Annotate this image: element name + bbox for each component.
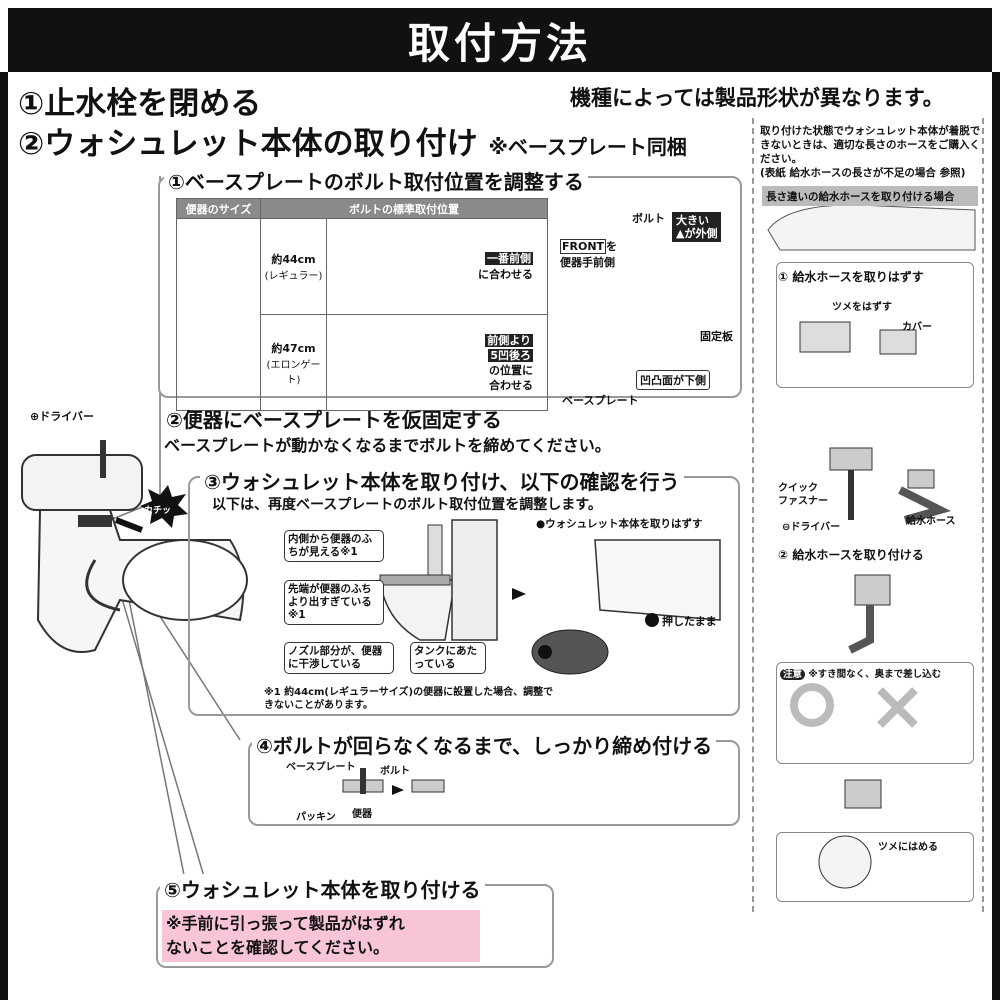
front-label-line2: 便器手前側 [560,256,615,269]
table-header-size: 便器のサイズ [176,198,261,219]
caution-box [776,662,974,764]
quick-fastener-label: クイックファスナー [778,483,828,507]
callout-tank: タンクにあたっている [410,642,486,674]
hose-sidebar [752,118,984,912]
press-label: 押したまま [662,615,717,628]
sub1-title: ①ベースプレートのボルト取付位置を調整する [164,166,588,195]
step2-heading: ②ウォシュレット本体の取り付け ※ベースプレート同梱 [18,118,687,163]
claw-remove-label: ツメをはずす [832,302,892,313]
plus-driver-label: ⊕ドライバー [30,410,94,423]
step2-sub: ※ベースプレート同梱 [488,135,687,159]
table-row: 約47cm (エロンゲート) 前側より 5凹後ろ の位置に 合わせる [177,314,548,411]
sub4-base-plate: ベースプレート [286,762,356,773]
cover-label: カバー [902,322,932,333]
bolt-position-table: 便器のサイズ ボルトの標準取付位置 約44cm (レギュラー) 一番前側 に合わ… [176,198,548,411]
concave-label: 凹凸面が下側 [636,370,710,390]
page-title: 取付方法 [407,18,592,68]
sub5-title: ⑤ウォシュレット本体を取り付ける [160,874,485,903]
sub3-title: ③ウォシュレット本体を取り付け、以下の確認を行う [200,466,684,495]
base-plate-label: ベースプレート [562,394,639,407]
sub2-title: ②便器にベースプレートを仮固定する [166,408,502,432]
type-regular: (レギュラー) [264,271,323,282]
step1-heading: ①止水栓を閉める [18,86,262,122]
sub5-note: ※手前に引っ張って製品がはずれ ないことを確認してください。 [162,910,480,962]
title-bar: 取付方法 [8,8,992,72]
sub4-toilet: 便器 [352,809,372,820]
sub4-packing: パッキン [296,812,336,823]
sidebar-intro: 取り付けた状態でウォシュレット本体が着脱できないときは、適切な長さのホースをご購… [760,125,981,179]
callout-rim-visible: 内側から便器のふちが見える※1 [284,530,384,562]
sub5-note-a: ※手前に引っ張って製品がはずれ [166,914,405,933]
instr-regular-a: 一番前側 [485,251,533,265]
sub2-body: ベースプレートが動かなくなるまでボルトを締めてください。 [164,436,611,455]
table-row: 約44cm (レギュラー) 一番前側 に合わせる [176,218,548,411]
claw-fit-label: ツメにはめる [878,842,938,853]
sidebar-step1: ① 給水ホースを取りはずす [778,270,924,284]
claw-fit-box [776,832,974,902]
size-elongated: 約47cm [271,341,316,355]
callout-nozzle: ノズル部分が、便器に干渉している [284,642,394,674]
bolt-label: ボルト [632,212,665,225]
sidebar-head: 長さ違いの給水ホースを取り付ける場合 [762,186,978,206]
sidebar-step1-box [776,262,974,388]
instr-regular-b: に合わせる [478,267,533,281]
minus-driver-label: ⊖ドライバー [782,522,841,533]
table-header-position: ボルトの標準取付位置 [260,198,548,219]
type-elongated: (エロンゲート) [266,359,321,386]
sub5-note-b: ないことを確認してください。 [166,938,390,957]
remove-title: ●ウォシュレット本体を取りはずす [536,518,703,530]
hose-label: 給水ホース [906,516,956,527]
sub3-body: 以下は、再度ベースプレートのボルト取付位置を調整します。 [212,497,602,513]
caution-label: 注意 ※すき間なく、奥まで差し込む [780,666,941,680]
katchi-label: カチッ [144,506,172,516]
model-note: 機種によっては製品形状が異なります。 [570,86,944,110]
sub4-bolt: ボルト [380,766,410,777]
instr-elong-d: 合わせる [489,378,533,392]
instr-elong-c: の位置に [489,363,533,377]
sub3-footnote: ※1 約44cm(レギュラーサイズ)の便器に設置した場合、調整できないことがあり… [264,687,554,711]
size-regular: 約44cm [271,253,316,266]
frame-left [0,72,8,1000]
fixing-plate-label: 固定板 [700,330,733,343]
step2-main: ②ウォシュレット本体の取り付け [18,126,478,162]
instr-elong-a: 前側より [485,333,533,347]
instr-elong-b: 5凹後ろ [488,348,533,362]
callout-overhang: 先端が便器のふちより出すぎている※1 [284,580,384,625]
sidebar-step2: ② 給水ホースを取り付ける [778,548,924,562]
frame-right [992,72,1000,1000]
sub4-title: ④ボルトが回らなくなるまで、しっかり締め付ける [252,730,717,759]
sidebar-ref: (表紙 給水ホースの長さが不足の場合 参照) [760,167,966,179]
large-label: 大きい▲が外側 [672,212,722,242]
